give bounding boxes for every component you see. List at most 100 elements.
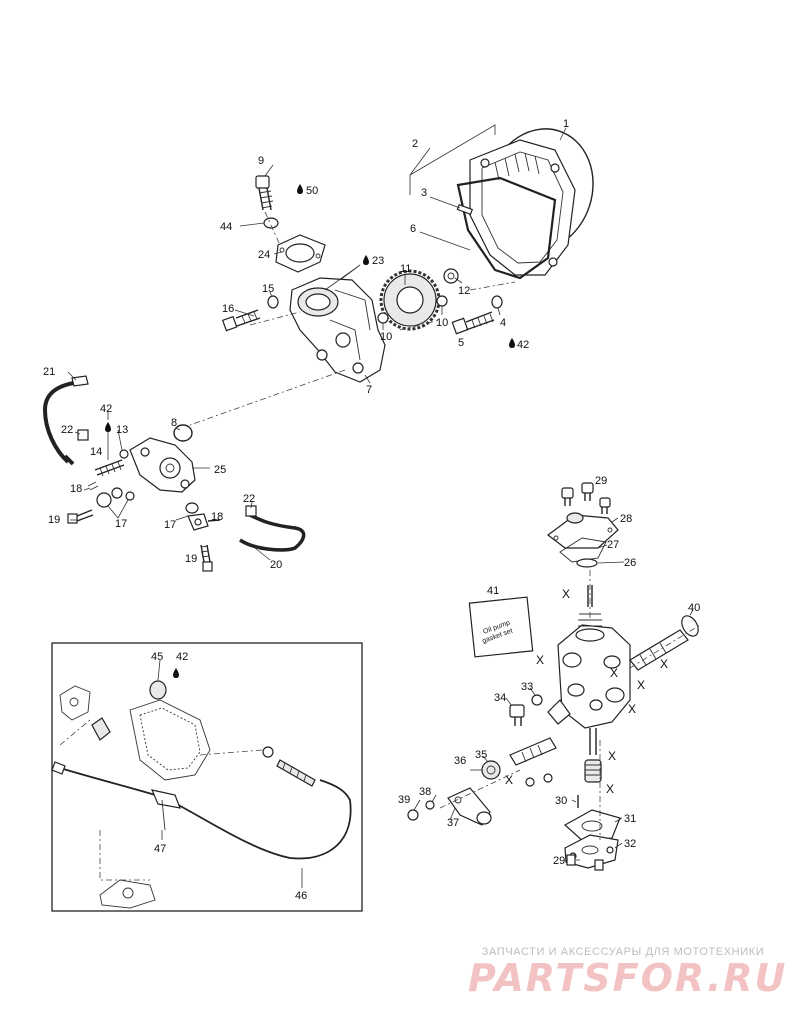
label-17b: 17 bbox=[164, 519, 176, 531]
oil-pump-gear-11 bbox=[379, 269, 441, 331]
bushing-17a bbox=[96, 492, 112, 508]
x-marker-8: X bbox=[608, 749, 616, 763]
screw-29a-b bbox=[581, 482, 594, 501]
seal-26 bbox=[576, 558, 598, 568]
label-10a: 10 bbox=[436, 317, 448, 329]
label-11: 11 bbox=[400, 263, 411, 275]
x-marker-7: X bbox=[505, 773, 513, 787]
screw-19b bbox=[200, 544, 213, 572]
lever-37 bbox=[447, 787, 492, 826]
label-30: 30 bbox=[555, 795, 567, 807]
cable-housing-47 bbox=[150, 789, 181, 831]
fitting-18b bbox=[187, 513, 221, 531]
nut-39 bbox=[407, 809, 419, 821]
label-35: 35 bbox=[475, 749, 487, 761]
washer-17b bbox=[185, 502, 199, 514]
label-23: 23 bbox=[372, 255, 384, 267]
label-34: 34 bbox=[494, 692, 506, 704]
label-36: 36 bbox=[454, 755, 466, 767]
label-18a: 18 bbox=[70, 483, 82, 495]
label-21: 21 bbox=[43, 366, 55, 378]
inset-housing-sketch bbox=[59, 685, 211, 909]
label-47: 47 bbox=[154, 843, 166, 855]
pump-shaft-35 bbox=[509, 737, 557, 766]
label-3: 3 bbox=[421, 187, 427, 199]
label-24: 24 bbox=[258, 249, 270, 261]
label-50: 50 bbox=[306, 185, 318, 197]
label-6: 6 bbox=[410, 223, 416, 235]
label-15: 15 bbox=[262, 283, 274, 295]
label-14: 14 bbox=[90, 446, 102, 458]
label-25: 25 bbox=[214, 464, 226, 476]
pin-18a bbox=[87, 481, 99, 491]
screw-29b bbox=[566, 854, 604, 871]
inset-frame bbox=[51, 642, 363, 912]
watermark-tagline: ЗАПЧАСТИ И АКСЕССУАРЫ ДЛЯ МОТОТЕХНИКИ bbox=[481, 946, 765, 958]
sealant-drop-23 bbox=[363, 255, 369, 265]
x-marker-3: X bbox=[610, 666, 618, 680]
label-42b: 42 bbox=[100, 403, 112, 415]
label-41: 41 bbox=[487, 585, 499, 597]
bushing-45 bbox=[149, 680, 167, 700]
banjo-13 bbox=[119, 449, 129, 459]
label-18b: 18 bbox=[211, 511, 223, 523]
label-2: 2 bbox=[412, 138, 418, 150]
drive-gear bbox=[584, 759, 602, 783]
bolt-16 bbox=[221, 309, 261, 332]
label-13: 13 bbox=[116, 424, 128, 436]
sealant-drop-50 bbox=[297, 184, 303, 194]
washer-38 bbox=[425, 800, 435, 810]
label-22b: 22 bbox=[243, 493, 255, 505]
plug-34 bbox=[509, 704, 525, 726]
label-38: 38 bbox=[419, 786, 431, 798]
adjust-screw-14 bbox=[94, 459, 125, 477]
watermark: ЗАПЧАСТИ И АКСЕССУАРЫ ДЛЯ МОТОТЕХНИКИ PA… bbox=[468, 946, 785, 998]
label-44: 44 bbox=[220, 221, 232, 233]
label-26: 26 bbox=[624, 557, 636, 569]
label-29b: 29 bbox=[553, 855, 565, 867]
x-marker-1: X bbox=[562, 587, 570, 601]
gasket-6 bbox=[456, 176, 557, 280]
washer-4 bbox=[491, 295, 503, 309]
oil-pump-body-25 bbox=[129, 437, 196, 493]
o-ring-8 bbox=[173, 424, 193, 442]
screw-29a-c bbox=[599, 497, 611, 514]
label-8: 8 bbox=[171, 417, 177, 429]
gasket-24 bbox=[275, 234, 326, 273]
label-10b: 10 bbox=[380, 331, 392, 343]
label-9: 9 bbox=[258, 155, 264, 167]
gasket-27 bbox=[559, 537, 607, 563]
label-7: 7 bbox=[366, 384, 372, 396]
label-17a: 17 bbox=[115, 518, 127, 530]
sealant-drop-42c bbox=[173, 668, 179, 678]
label-46: 46 bbox=[295, 890, 307, 902]
label-5: 5 bbox=[458, 337, 464, 349]
sealant-drop-42b bbox=[105, 422, 111, 432]
label-42c: 42 bbox=[176, 651, 188, 663]
label-4: 4 bbox=[500, 317, 506, 329]
label-29a: 29 bbox=[595, 475, 607, 487]
gasket-kit-card-41: Oil pump gasket set bbox=[468, 596, 534, 658]
label-28: 28 bbox=[620, 513, 632, 525]
pump-cover-28 bbox=[547, 512, 619, 549]
washer-15 bbox=[267, 295, 279, 309]
bolt-5 bbox=[451, 311, 495, 335]
clamp-22a bbox=[77, 429, 89, 441]
plunger-40 bbox=[629, 615, 699, 671]
label-27: 27 bbox=[607, 539, 619, 551]
sealant-drop-42a bbox=[509, 338, 515, 348]
label-20: 20 bbox=[270, 559, 282, 571]
x-marker-5: X bbox=[660, 657, 668, 671]
screw-19a bbox=[67, 509, 94, 524]
label-39: 39 bbox=[398, 794, 410, 806]
washer-33 bbox=[531, 694, 543, 706]
nut-12 bbox=[443, 268, 459, 284]
label-37: 37 bbox=[447, 817, 459, 829]
label-1: 1 bbox=[563, 118, 569, 130]
label-19a: 19 bbox=[48, 514, 60, 526]
washer-10a bbox=[436, 295, 448, 307]
screw-29a bbox=[561, 487, 574, 506]
label-19b: 19 bbox=[185, 553, 197, 565]
oil-hose-21 bbox=[42, 380, 81, 464]
